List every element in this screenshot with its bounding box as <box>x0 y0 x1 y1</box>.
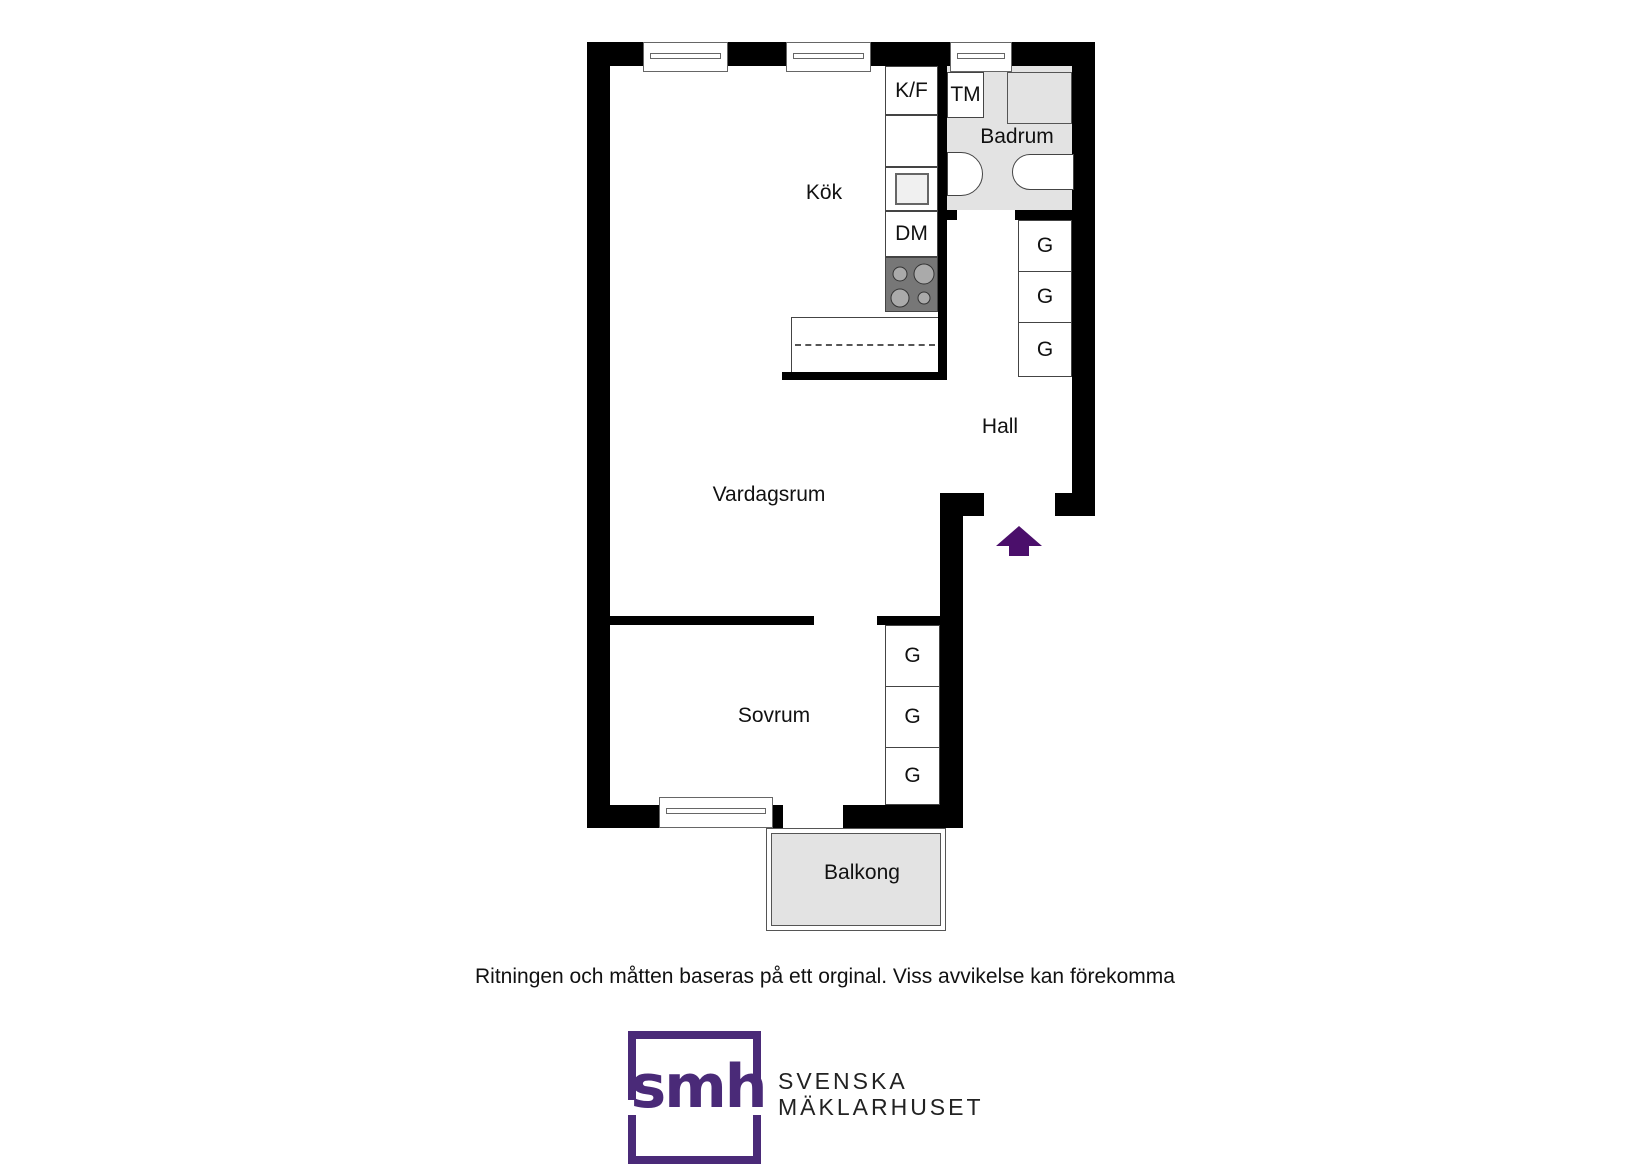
fridge-freezer: K/F <box>885 66 938 115</box>
room-label-hall: Hall <box>981 415 1019 438</box>
disclaimer-caption: Ritningen och måtten baseras på ett orgi… <box>475 965 1175 988</box>
toilet-icon <box>1012 154 1074 190</box>
window <box>659 797 773 828</box>
counter <box>885 115 938 167</box>
wall-bottom-right <box>843 805 963 828</box>
wardrobe: G <box>885 686 940 748</box>
room-label-bedroom: Sovrum <box>737 704 811 727</box>
bedroom-wall-left <box>610 616 814 625</box>
wardrobe: G <box>885 747 940 805</box>
bedroom-wall-right <box>877 616 940 625</box>
wall-right-upper <box>1072 42 1095 515</box>
balcony <box>766 828 946 931</box>
window <box>786 42 871 72</box>
logo-line-1: SVENSKA <box>778 1068 908 1094</box>
wall-right-lower <box>940 493 963 828</box>
counter-dashed-line <box>795 344 935 346</box>
kitchen-wall-horizontal <box>782 372 947 380</box>
sink <box>885 167 938 211</box>
bathroom-wall-left <box>947 210 957 220</box>
shower-area <box>1007 72 1072 124</box>
stove-burners-icon <box>890 263 935 308</box>
room-label-balcony: Balkong <box>824 861 900 884</box>
window <box>950 42 1012 72</box>
wardrobe: G <box>1018 271 1072 323</box>
wardrobe: G <box>885 625 940 687</box>
bathroom-wall-right <box>1015 210 1072 220</box>
wall-right-stub <box>1055 493 1095 516</box>
wall-left <box>587 42 610 828</box>
stove <box>885 257 938 312</box>
entrance-arrow-icon <box>996 526 1042 556</box>
counter-extension <box>791 317 938 372</box>
logo-line-2: MÄKLARHUSET <box>778 1094 984 1120</box>
wardrobe: G <box>1018 220 1072 272</box>
kitchen-wall-vertical <box>938 66 947 380</box>
dishwasher: DM <box>885 211 938 257</box>
room-label-living-room: Vardagsrum <box>712 483 826 506</box>
window <box>643 42 728 72</box>
washbasin-icon <box>947 152 983 196</box>
logo-mark-text: smh <box>630 1052 768 1122</box>
smh-logo-mark-icon <box>628 1031 761 1164</box>
room-label-kitchen: Kök <box>805 181 843 204</box>
washing-machine: TM <box>947 72 984 118</box>
sink-icon <box>894 173 929 205</box>
wardrobe: G <box>1018 322 1072 377</box>
room-label-bathroom: Badrum <box>980 125 1054 148</box>
